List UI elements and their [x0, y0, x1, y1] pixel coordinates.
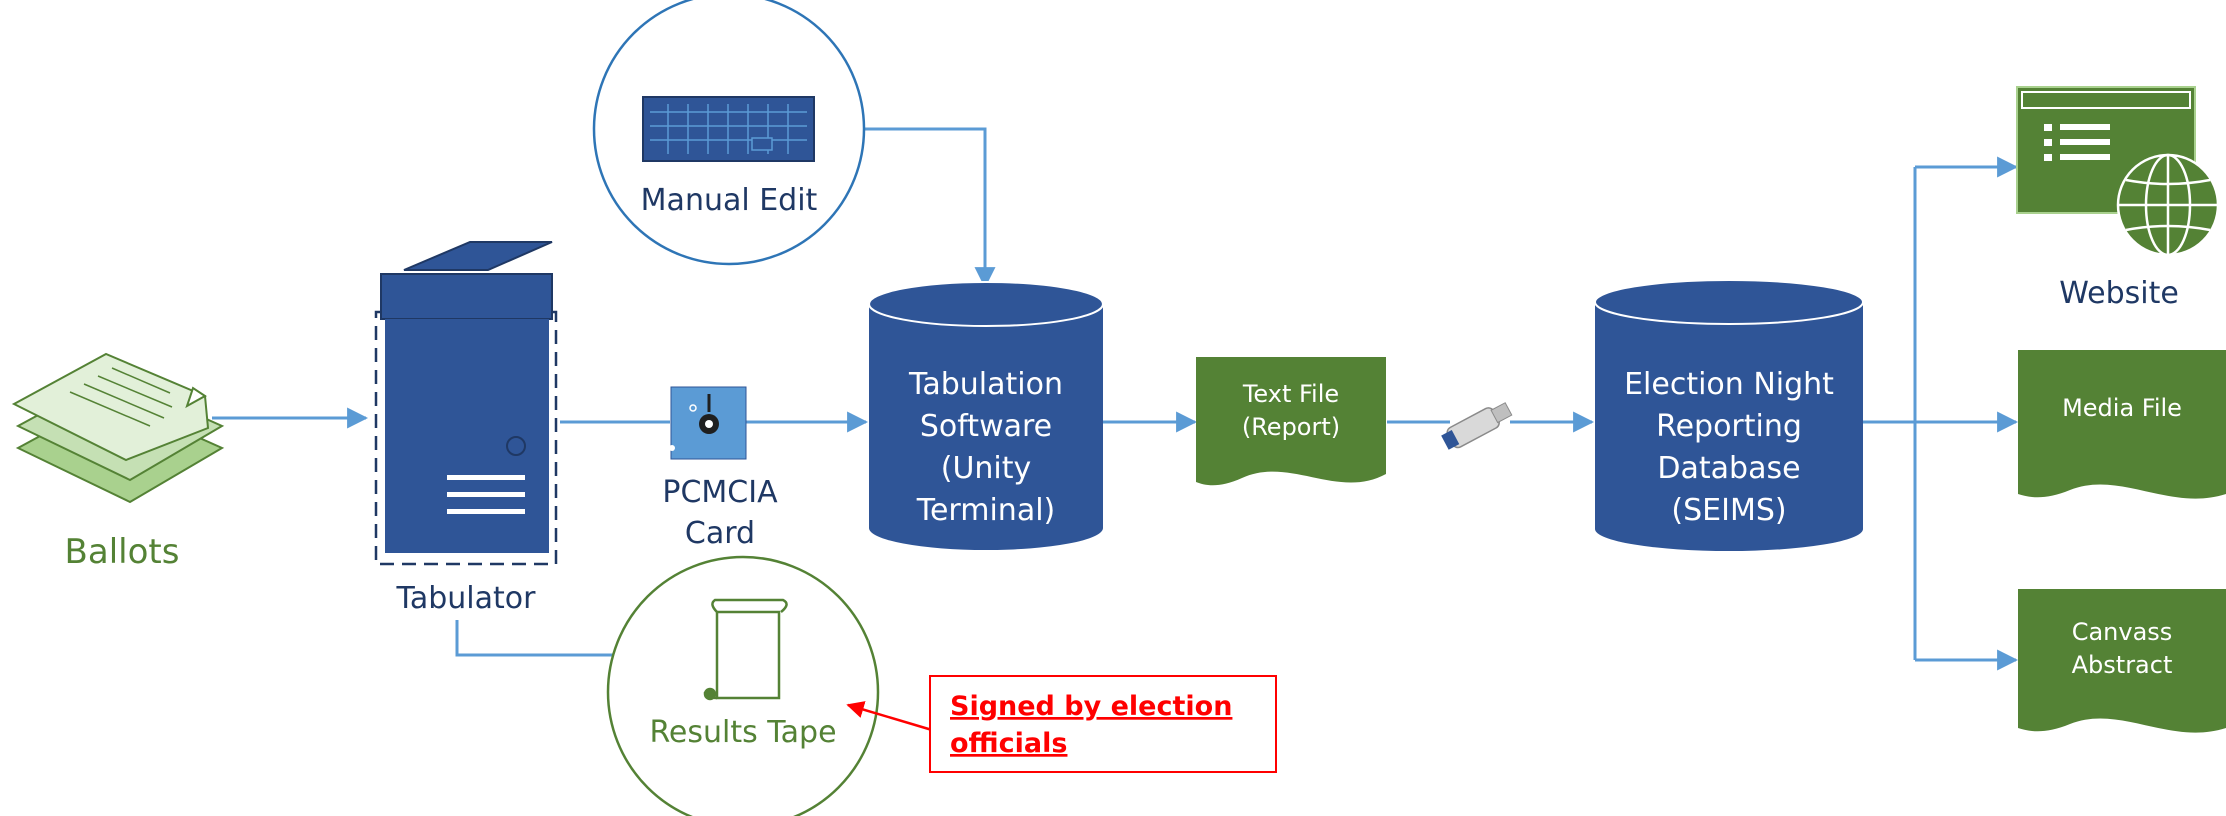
canvass-abstract-line1: Canvass	[2072, 618, 2173, 646]
canvass-abstract-node: Canvass Abstract	[2018, 589, 2226, 733]
annotation-line1: Signed by election	[950, 691, 1232, 722]
enr-database-node: Election Night Reporting Database (SEIMS…	[1594, 279, 1864, 551]
annotation-arrow	[846, 701, 933, 732]
tabulation-software-line3: (Unity	[941, 451, 1032, 486]
usb-drive-icon	[1441, 402, 1513, 450]
pcmcia-label-line2: Card	[685, 516, 755, 551]
tabulation-software-line4: Terminal)	[916, 493, 1056, 528]
ballots-label: Ballots	[65, 532, 180, 572]
tabulator-icon	[374, 241, 558, 566]
enr-database-line1: Election Night	[1624, 367, 1834, 402]
memory-card-icon	[669, 386, 747, 460]
media-file-node: Media File	[2018, 350, 2226, 499]
ballots-node: Ballots	[11, 352, 225, 572]
enr-database-line3: Database	[1657, 451, 1800, 486]
results-tape-label: Results Tape	[649, 715, 836, 750]
text-file-line2: (Report)	[1242, 413, 1340, 441]
signed-annotation: Signed by election officials	[846, 675, 1277, 773]
tabulator-node: Tabulator	[374, 241, 558, 616]
globe-icon	[2116, 153, 2220, 257]
media-file-label: Media File	[2062, 394, 2182, 422]
tabulator-label: Tabulator	[396, 581, 537, 616]
arrow-manual-edit-software	[864, 127, 996, 289]
connectors	[212, 127, 2019, 671]
text-file-node: Text File (Report)	[1196, 357, 1386, 486]
website-label: Website	[2059, 276, 2179, 311]
tabulation-software-node: Tabulation Software (Unity Terminal)	[868, 281, 1104, 550]
canvass-abstract-line2: Abstract	[2072, 651, 2173, 679]
pcmcia-node: PCMCIA Card	[662, 386, 778, 551]
results-tape-node: Results Tape	[606, 555, 880, 816]
website-node: Website	[2016, 86, 2220, 311]
text-file-line1: Text File	[1242, 380, 1339, 408]
enr-database-line2: Reporting	[1656, 409, 1802, 444]
manual-edit-label: Manual Edit	[641, 183, 818, 218]
ballots-icon	[11, 352, 225, 504]
keyboard-icon	[642, 96, 815, 162]
tabulation-software-line2: Software	[920, 409, 1052, 444]
annotation-line2: officials	[950, 728, 1067, 759]
pcmcia-label-line1: PCMCIA	[662, 475, 778, 510]
scroll-icon	[703, 598, 788, 701]
tabulation-software-line1: Tabulation	[908, 367, 1063, 402]
manual-edit-node: Manual Edit	[592, 0, 866, 266]
enr-database-line4: (SEIMS)	[1671, 493, 1786, 528]
